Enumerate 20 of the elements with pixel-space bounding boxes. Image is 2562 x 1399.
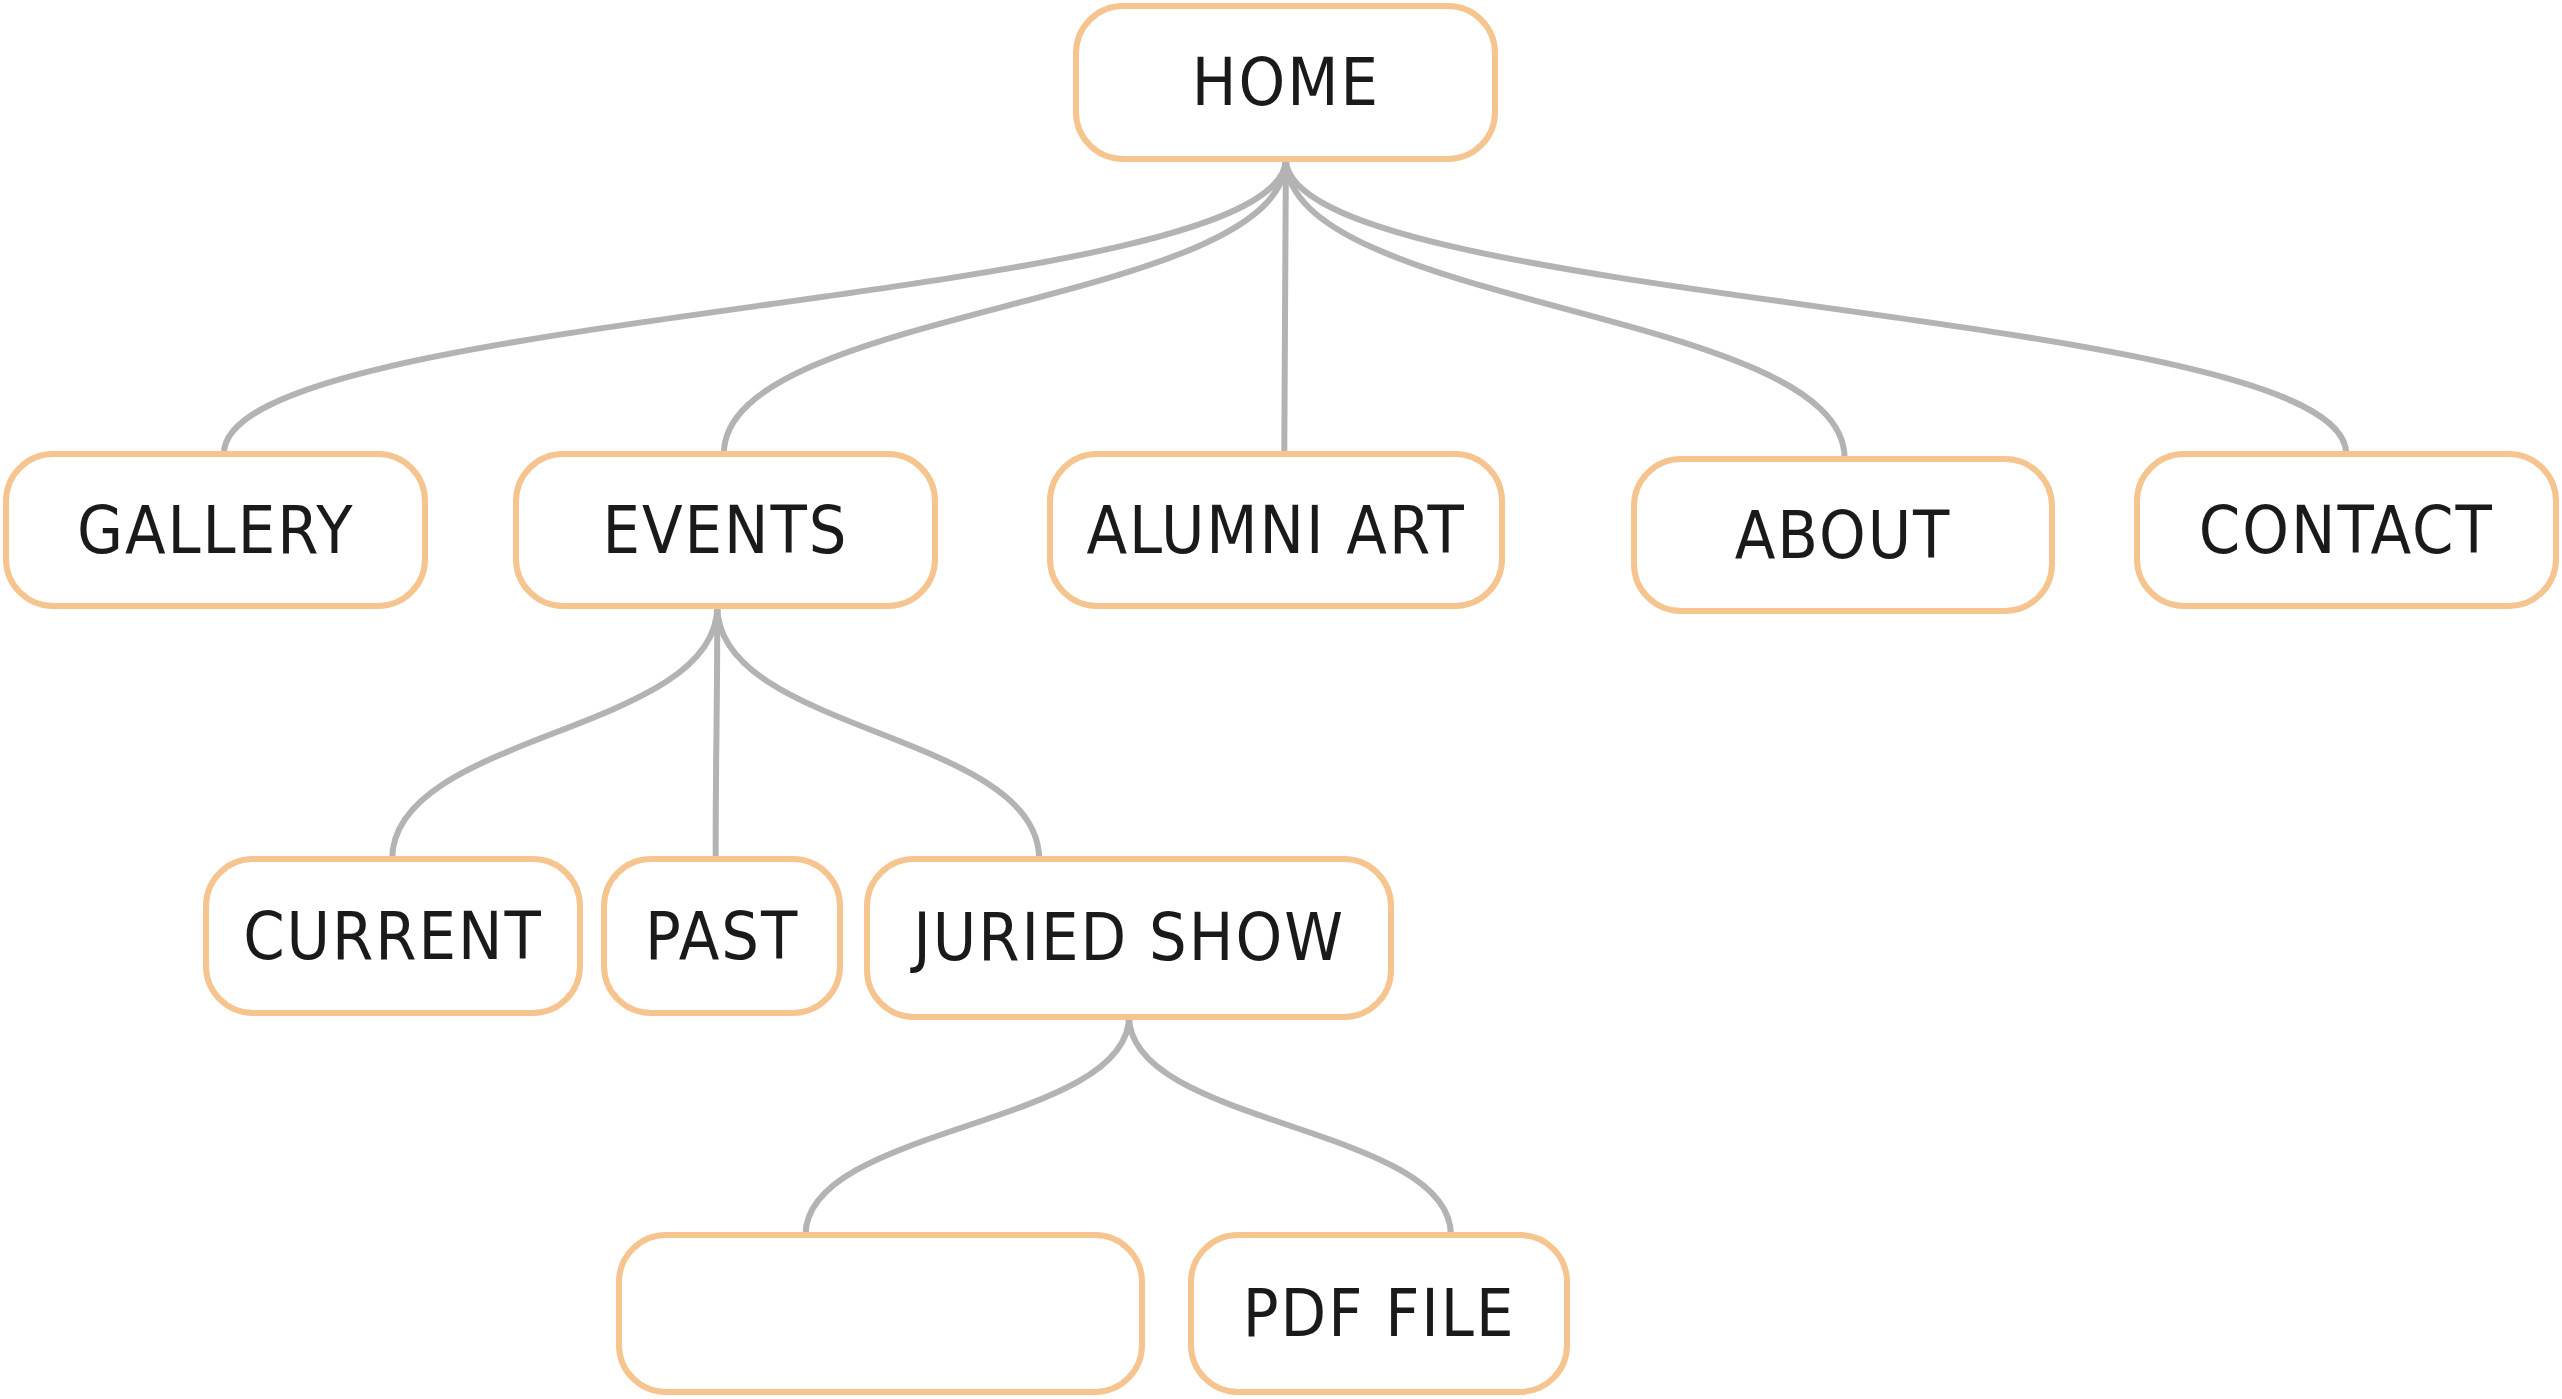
page-box [864, 856, 1394, 1020]
page-label: CURRENT [243, 897, 543, 975]
page-label: GALLERY [76, 491, 355, 569]
page-box [616, 1231, 1146, 1396]
page-box [2133, 450, 2559, 610]
page-label: ALUMNI ART [1086, 491, 1466, 569]
page-box [202, 856, 584, 1017]
page-box [1047, 450, 1505, 610]
page-label: EVENTS [602, 491, 849, 569]
page-label: CONTACT [2198, 491, 2494, 569]
page-label: ABOUT [1734, 496, 1952, 574]
page-label: PAST [645, 897, 800, 975]
page-box [3, 450, 429, 610]
page-box [513, 450, 938, 610]
page-box [1073, 3, 1499, 162]
page-label: HOME [1191, 44, 1380, 121]
page-box [1187, 1231, 1571, 1396]
page-box [1630, 455, 2056, 615]
page-box [601, 856, 844, 1017]
page-label: PDF FILE [1242, 1275, 1516, 1353]
